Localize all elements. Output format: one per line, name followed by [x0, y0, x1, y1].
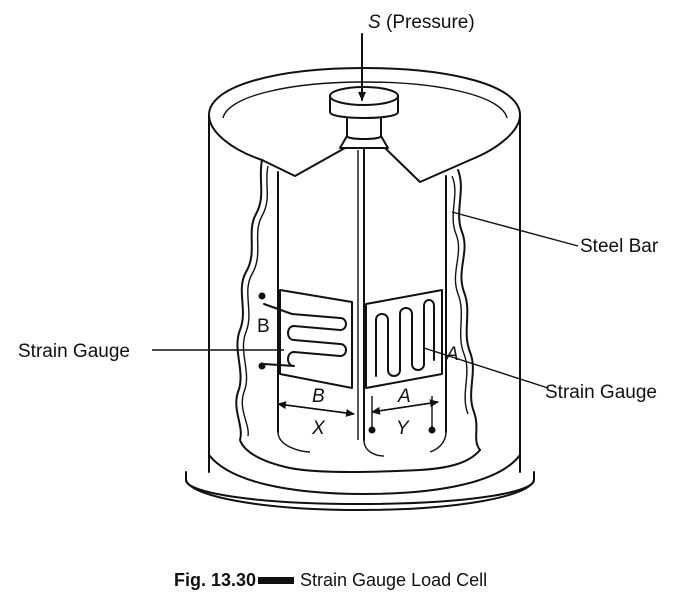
leader-strain-gauge-right	[423, 347, 549, 389]
figure-caption: Fig. 13.30 Strain Gauge Load Cell	[174, 570, 487, 590]
figure-title: Strain Gauge Load Cell	[300, 570, 487, 590]
dimension-a-label: A	[397, 386, 411, 407]
cylinder-lid	[208, 67, 521, 183]
pressure-text-label: (Pressure)	[386, 12, 475, 33]
caption-separator	[258, 577, 294, 584]
dimension-lines	[277, 396, 439, 434]
cutaway-edge	[235, 159, 481, 473]
figure-number: Fig. 13.30	[174, 570, 256, 590]
pressure-button	[329, 86, 399, 149]
leader-steel-bar	[451, 211, 579, 247]
strain-gauge-left	[258, 289, 353, 389]
cylinder-casing	[208, 114, 521, 495]
strain-gauge-right	[365, 289, 443, 389]
face-b-label: B	[257, 316, 270, 337]
strain-gauge-left-label: Strain Gauge	[18, 341, 130, 362]
dimension-x-label: X	[311, 418, 326, 439]
face-a-label: A	[445, 344, 459, 365]
pressure-symbol-label: S	[368, 12, 381, 33]
steel-bar-label: Steel Bar	[580, 236, 659, 257]
strain-gauge-right-label: Strain Gauge	[545, 382, 657, 403]
casing-base	[185, 471, 535, 511]
dimension-y-label: Y	[396, 418, 410, 439]
dimension-b-label: B	[312, 386, 325, 407]
steel-bar	[277, 147, 447, 457]
